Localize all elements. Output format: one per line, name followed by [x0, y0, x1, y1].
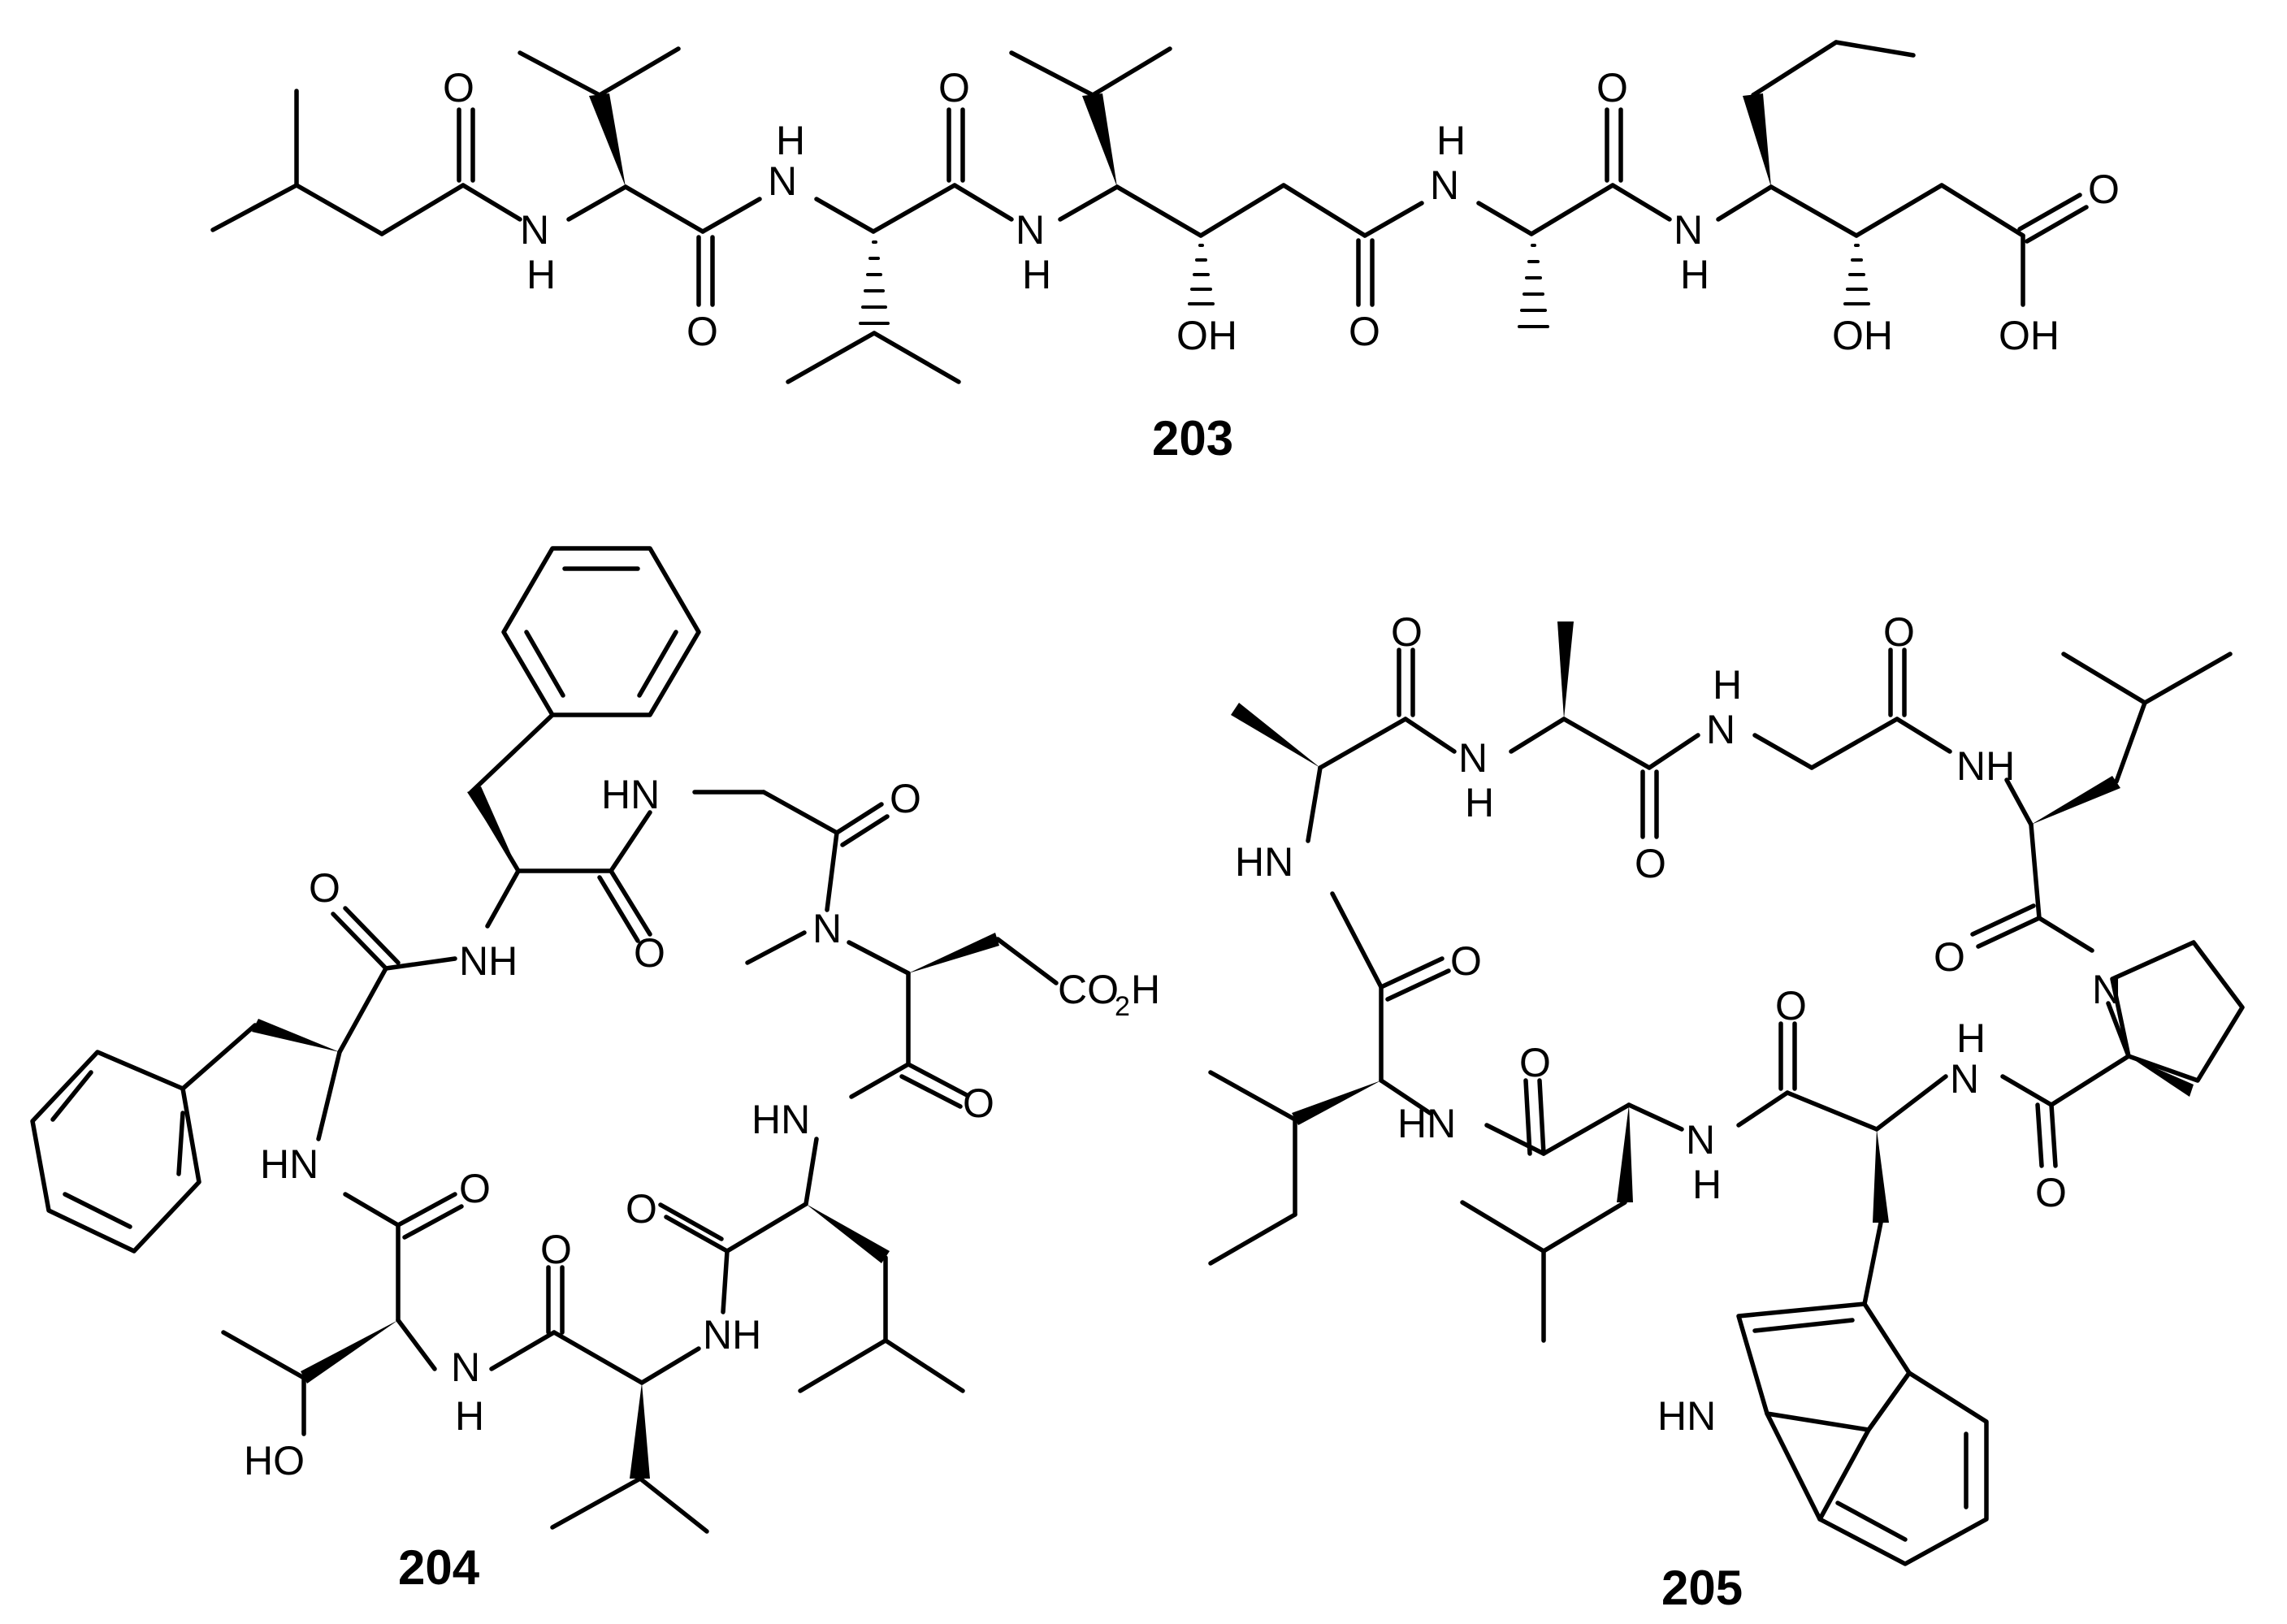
atom-h: H: [455, 1393, 484, 1439]
atom-n: N: [1686, 1117, 1715, 1163]
atom-co2h-h: H: [1131, 967, 1160, 1012]
compound-203-structure: O N H O N H O N H OH O N H O N H OH O OH…: [210, 40, 2120, 466]
atom-o: O: [890, 776, 921, 821]
compound-204-structure: O NH O HN O N CO 2 H O HN O NH O N H HO …: [30, 546, 1160, 1595]
atom-nh: NH: [703, 1312, 761, 1358]
atom-co2h-subscript: 2: [1115, 991, 1130, 1022]
pyrrole-ring: [1736, 1301, 1912, 1432]
hashed-wedge-oh1: [1188, 244, 1215, 305]
atom-n: N: [812, 906, 842, 951]
phenyl-ring: [30, 1050, 201, 1254]
atom-o: O: [1519, 1040, 1551, 1085]
atom-o: O: [1635, 841, 1666, 886]
atom-h: H: [1956, 1016, 1986, 1061]
atom-o: O: [1775, 983, 1807, 1029]
atom-o: O: [963, 1081, 994, 1126]
atom-h: H: [1436, 118, 1466, 163]
atom-n: N: [1430, 162, 1459, 208]
atom-o: O: [1596, 65, 1628, 110]
atom-o: O: [634, 930, 665, 976]
atom-hn: HN: [1235, 839, 1293, 885]
hashed-wedge-ala: [1518, 244, 1549, 328]
pyrrolidine-ring: [2110, 940, 2245, 1083]
atom-h: H: [1465, 780, 1494, 825]
atom-o: O: [626, 1186, 657, 1232]
atom-o: O: [1934, 934, 1965, 980]
atom-n: N: [1674, 207, 1703, 253]
benzene-ring: [1817, 1371, 1989, 1566]
atom-o: O: [443, 65, 474, 110]
atom-o: O: [1391, 609, 1423, 655]
atom-n: N: [520, 207, 549, 253]
atom-h: H: [776, 118, 805, 163]
atom-h: H: [1680, 252, 1709, 297]
atom-hn: HN: [752, 1097, 810, 1142]
atom-n: N: [451, 1345, 480, 1390]
compound-205-structure: O N H O N H O NH O N O N H O N H HN O HN…: [1208, 609, 2245, 1615]
atom-o: O: [1450, 938, 1482, 984]
atom-h: H: [1713, 662, 1742, 708]
atom-co2h: CO: [1058, 967, 1119, 1012]
atom-h: H: [1692, 1162, 1722, 1207]
phenyl-ring: [501, 546, 701, 717]
atom-hn: HN: [260, 1141, 318, 1187]
atom-oh: OH: [1832, 313, 1893, 358]
atom-o: O: [540, 1227, 572, 1272]
atom-n: N: [1950, 1056, 1979, 1102]
atom-o: O: [1349, 309, 1380, 354]
atom-h: H: [1022, 252, 1051, 297]
atom-n: N: [768, 158, 797, 204]
atom-n: N: [1706, 707, 1735, 752]
atom-n: N: [1458, 735, 1488, 781]
atom-n: N: [1016, 207, 1045, 253]
atom-o: O: [938, 65, 970, 110]
atom-hn: HN: [601, 772, 660, 817]
atom-o: O: [2035, 1170, 2067, 1215]
hashed-wedge-oh2: [1843, 244, 1870, 305]
compound-label-205: 205: [1661, 1561, 1743, 1615]
atom-n: N: [2092, 967, 2121, 1012]
atom-hn: HN: [1397, 1101, 1456, 1146]
compound-label-204: 204: [398, 1540, 480, 1595]
atom-o: O: [459, 1166, 491, 1211]
atom-ho: HO: [244, 1438, 305, 1483]
atom-nh: NH: [1956, 743, 2015, 789]
atom-nh: NH: [459, 938, 518, 984]
hashed-wedge-val2: [859, 240, 890, 325]
co2h-group: CO 2 H: [1058, 967, 1160, 1022]
atom-o: O: [687, 309, 718, 354]
compound-label-203: 203: [1152, 411, 1233, 466]
atom-o: O: [1883, 609, 1915, 655]
atom-o: O: [2088, 167, 2120, 212]
atom-o: O: [309, 865, 340, 911]
atom-oh: OH: [1176, 313, 1237, 358]
atom-h: H: [526, 252, 556, 297]
atom-oh: OH: [1999, 313, 2060, 358]
atom-hn: HN: [1657, 1393, 1716, 1439]
